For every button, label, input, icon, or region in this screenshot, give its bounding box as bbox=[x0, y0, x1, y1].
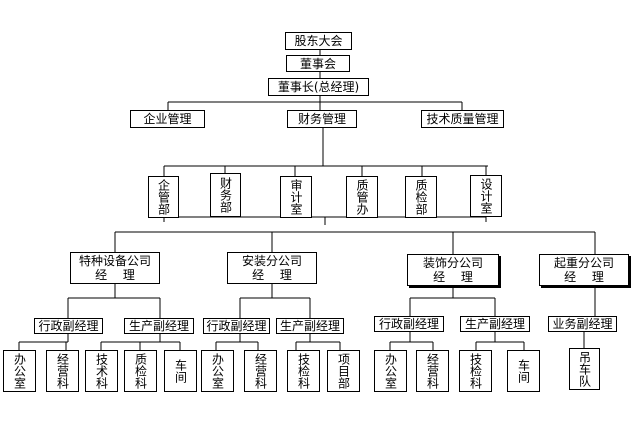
department-box: 质检部 bbox=[405, 176, 437, 218]
deputy-manager-box: 行政副经理 bbox=[203, 318, 270, 334]
unit-box: 项目部 bbox=[327, 350, 360, 392]
unit-box: 技检科 bbox=[459, 350, 492, 392]
board-of-directors-box: 董事会 bbox=[286, 55, 350, 72]
chairman-box: 董事长(总经理) bbox=[268, 78, 369, 96]
company-box-lifting: 起重分公司 经 理 bbox=[539, 254, 629, 286]
unit-box: 办公室 bbox=[3, 350, 36, 392]
unit-box: 技检科 bbox=[287, 350, 320, 392]
company-name: 安装分公司 bbox=[241, 254, 302, 268]
unit-box: 经营科 bbox=[416, 350, 449, 392]
company-box-special-equipment: 特种设备公司 经 理 bbox=[70, 252, 160, 284]
deputy-manager-box: 行政副经理 bbox=[34, 318, 103, 334]
enterprise-management-box: 企业管理 bbox=[130, 110, 205, 128]
unit-box: 车间 bbox=[507, 350, 540, 392]
company-name: 起重分公司 bbox=[553, 256, 614, 270]
company-box-decoration: 装饰分公司 经 理 bbox=[407, 254, 499, 286]
deputy-manager-box: 行政副经理 bbox=[374, 316, 444, 332]
unit-box: 经营科 bbox=[244, 350, 277, 392]
company-manager-title: 经 理 bbox=[252, 268, 292, 282]
unit-box: 经营科 bbox=[46, 350, 79, 392]
department-box: 审计室 bbox=[280, 176, 312, 218]
deputy-manager-box: 业务副经理 bbox=[548, 316, 617, 332]
department-box: 财务部 bbox=[210, 173, 241, 217]
deputy-manager-box: 生产副经理 bbox=[460, 316, 530, 332]
department-box: 设计室 bbox=[470, 175, 502, 217]
unit-box: 办公室 bbox=[201, 350, 234, 392]
tech-quality-management-box: 技术质量管理 bbox=[421, 110, 504, 128]
finance-management-box: 财务管理 bbox=[287, 110, 357, 128]
unit-box: 办公室 bbox=[374, 350, 407, 392]
deputy-manager-box: 生产副经理 bbox=[124, 318, 194, 334]
unit-box: 吊车队 bbox=[569, 348, 600, 390]
unit-box: 技术科 bbox=[85, 350, 118, 392]
unit-box: 质检科 bbox=[124, 350, 157, 392]
department-box: 质管办 bbox=[346, 176, 378, 218]
deputy-manager-box: 生产副经理 bbox=[276, 318, 344, 334]
company-name: 装饰分公司 bbox=[422, 256, 483, 270]
department-box: 企管部 bbox=[148, 176, 179, 218]
company-name: 特种设备公司 bbox=[78, 254, 151, 268]
company-manager-title: 经 理 bbox=[564, 270, 604, 284]
unit-box: 车间 bbox=[164, 350, 197, 392]
shareholders-meeting-box: 股东大会 bbox=[285, 32, 352, 50]
company-manager-title: 经 理 bbox=[433, 270, 473, 284]
company-manager-title: 经 理 bbox=[95, 268, 135, 282]
company-box-installation: 安装分公司 经 理 bbox=[227, 252, 317, 284]
